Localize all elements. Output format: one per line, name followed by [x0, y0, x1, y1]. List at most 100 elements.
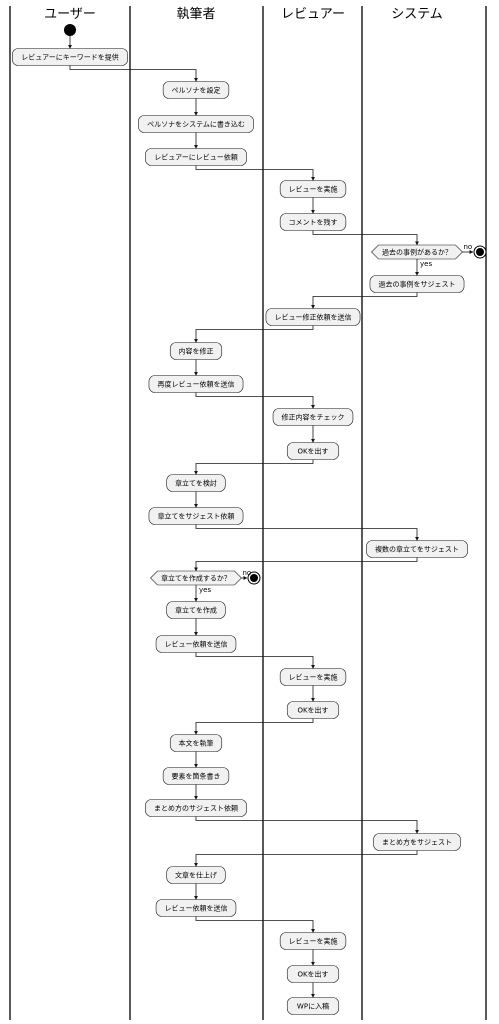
action-box: [148, 375, 244, 393]
action-node: レビュー修正依頼を送信: [265, 308, 361, 326]
action-node: レビューを実施: [279, 668, 347, 686]
action-label: OKを出す: [297, 447, 328, 456]
decision-node: 章立てを作成するか？: [150, 570, 242, 586]
action-box: [145, 799, 247, 817]
action-box: [148, 507, 244, 525]
action-label: 要素を箇条書き: [172, 772, 221, 781]
branch-label-yes: yes: [420, 260, 432, 268]
action-node: 章立てを検討: [166, 474, 226, 492]
action-label: 章立てを検討: [175, 479, 217, 488]
action-box: [286, 965, 340, 983]
action-box: [12, 48, 129, 66]
flow-arrow: [311, 292, 418, 309]
flow-arrow: [195, 916, 315, 933]
lane-title-system: システム: [391, 7, 443, 22]
action-box: [155, 899, 237, 917]
action-label: レビュアーにキーワードを提供: [21, 53, 118, 62]
flow-arrow: [194, 325, 314, 343]
action-box: [272, 408, 354, 426]
decision-node: 過去の事例があるか？: [371, 244, 463, 260]
flow-arrow: [195, 392, 315, 409]
action-label: 文章を仕上げ: [175, 871, 217, 880]
action-node: レビュアーにキーワードを提供: [12, 48, 129, 66]
action-box: [169, 734, 223, 752]
action-label: レビュー依頼を送信: [165, 640, 228, 649]
action-label: まとめ方をサジェスト: [382, 838, 452, 847]
action-node: コメントを残す: [279, 213, 347, 231]
flow-arrow: [312, 230, 419, 246]
action-box: [155, 635, 237, 653]
action-box: [286, 701, 340, 719]
branch-label-no: no: [464, 243, 473, 251]
action-node: 本文を執筆: [169, 734, 223, 752]
action-box: [279, 213, 347, 231]
action-node: OKを出す: [286, 442, 340, 460]
flow-arrow: [195, 816, 419, 834]
action-box: [279, 668, 347, 686]
branch-label-no: no: [243, 569, 252, 577]
action-label: 内容を修正: [179, 347, 214, 356]
action-node: 複数の章立てをサジェスト: [366, 540, 468, 558]
action-node: 章立てをサジェスト依頼: [148, 507, 244, 525]
decision-label: 過去の事例があるか？: [382, 248, 452, 257]
action-box: [369, 275, 465, 293]
end-node-core: [476, 248, 484, 256]
action-label: レビューを実施: [289, 673, 338, 682]
action-box: [265, 308, 361, 326]
action-box: [166, 866, 226, 884]
action-label: ペルソナを設定: [172, 86, 221, 95]
lane-title-user: ユーザー: [44, 7, 96, 22]
action-node: WPに入稿: [286, 997, 340, 1015]
action-box: [286, 997, 340, 1015]
flow-arrow: [69, 65, 198, 82]
action-box: [145, 148, 247, 166]
action-label: レビュー修正依頼を送信: [275, 313, 352, 322]
action-label: ペルソナをシステムに書き込む: [147, 120, 245, 129]
start-node: [64, 24, 76, 36]
flow-arrow: [195, 165, 315, 181]
action-label: OKを出す: [297, 970, 328, 979]
action-box: [138, 115, 255, 133]
end-node-core: [250, 574, 258, 582]
end-node: [473, 245, 487, 259]
action-label: レビュアーにレビュー依頼: [154, 153, 237, 162]
action-label: 章立てをサジェスト依頼: [158, 512, 235, 521]
flow-arrow: [194, 718, 314, 735]
action-label: 過去の事例をサジェスト: [379, 280, 456, 289]
action-label: 章立てを作成: [175, 606, 217, 615]
action-box: [286, 442, 340, 460]
edges: [68, 36, 474, 998]
flow-arrow: [195, 524, 419, 541]
action-node: まとめ方をサジェスト: [373, 833, 461, 851]
nodes: レビュアーにキーワードを提供ペルソナを設定ペルソナをシステムに書き込むレビュアー…: [12, 24, 487, 1015]
action-label: 修正内容をチェック: [282, 413, 345, 422]
action-label: コメントを残す: [289, 218, 338, 227]
action-box: [279, 932, 347, 950]
action-box: [366, 540, 468, 558]
action-label: まとめ方のサジェスト依頼: [154, 804, 238, 813]
lane-title-reviewer: レビュアー: [281, 7, 345, 22]
action-node: 内容を修正: [169, 342, 223, 360]
flow-arrow: [194, 557, 418, 572]
action-label: レビューを実施: [289, 937, 338, 946]
flow-arrow: [194, 850, 418, 867]
action-node: レビューを実施: [279, 180, 347, 198]
action-node: OKを出す: [286, 701, 340, 719]
action-node: ペルソナをシステムに書き込む: [138, 115, 255, 133]
decision-shape: [150, 570, 242, 586]
action-box: [373, 833, 461, 851]
action-node: OKを出す: [286, 965, 340, 983]
flow-arrow: [195, 652, 315, 669]
action-label: 本文を執筆: [179, 739, 214, 748]
action-label: WPに入稿: [297, 1002, 329, 1011]
action-node: レビュー依頼を送信: [155, 899, 237, 917]
action-box: [166, 474, 226, 492]
action-node: 修正内容をチェック: [272, 408, 354, 426]
action-box: [169, 342, 223, 360]
action-node: 文章を仕上げ: [166, 866, 226, 884]
decision-label: 章立てを作成するか？: [161, 574, 231, 583]
action-label: 再度レビュー依頼を送信: [158, 380, 235, 389]
action-node: ペルソナを設定: [162, 81, 230, 99]
action-label: レビューを実施: [289, 185, 338, 194]
